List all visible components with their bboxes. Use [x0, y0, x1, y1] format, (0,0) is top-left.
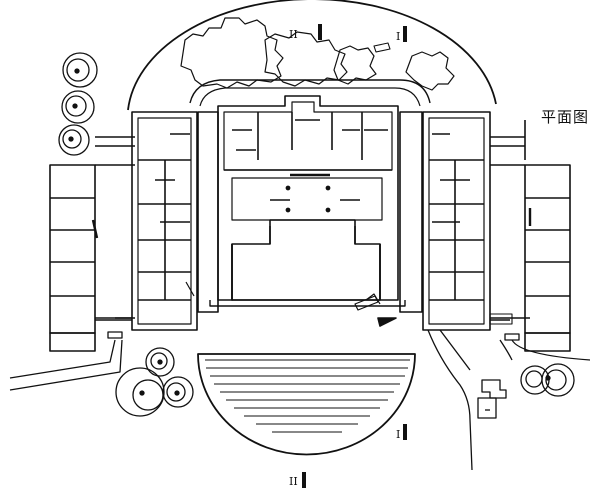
entrance-steps: [354, 293, 381, 311]
section-mark-ii-bottom: II: [289, 475, 298, 488]
left-tree-row: [58, 52, 98, 156]
rear-terrace: [189, 79, 431, 104]
rear-terrace-inner: [199, 87, 421, 107]
left-main-block: [95, 111, 219, 331]
north-arrow-icon: [377, 317, 397, 327]
section-mark-i-bottom: I: [396, 428, 401, 441]
plan-title: 平面图: [541, 108, 590, 126]
rear-tree-masses: [180, 17, 455, 91]
section-mark-ii-top: II: [289, 28, 298, 41]
right-outer-wing: [490, 164, 571, 352]
front-right-trees: [520, 363, 575, 397]
rear-garden-arc: [127, 0, 497, 111]
right-main-block: [399, 111, 530, 331]
left-outer-wing: [49, 164, 135, 352]
front-left-trees: [115, 347, 194, 417]
central-block: [209, 95, 406, 307]
front-paths: [9, 329, 591, 471]
gatehouse: [477, 379, 507, 419]
section-mark-i-top: I: [396, 30, 401, 43]
pond-icon: [197, 353, 416, 456]
